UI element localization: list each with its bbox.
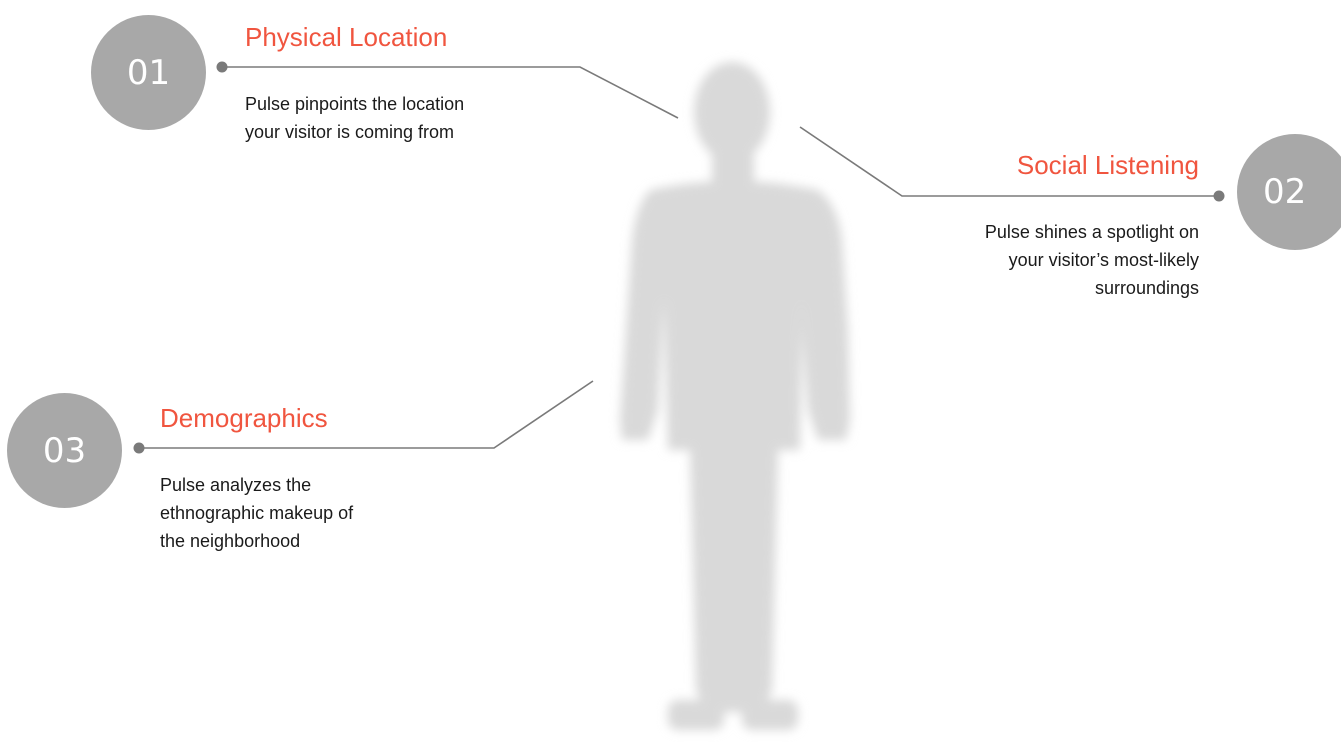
step-badge-01: 01 [91, 15, 206, 130]
connector-02 [799, 126, 1225, 202]
description-line: Pulse analyzes the [160, 475, 312, 495]
description-line: Pulse shines a spotlight on [984, 222, 1199, 242]
connector-01 [216, 61, 679, 119]
feature-title-social-listening: Social Listening [1016, 150, 1199, 180]
feature-description-social-listening: Pulse shines a spotlight on your visitor… [985, 218, 1199, 302]
feature-title-physical-location: Physical Location [245, 22, 448, 52]
description-line: surroundings [1094, 278, 1199, 298]
feature-description-demographics: Pulse analyzes the ethnographic makeup o… [160, 471, 353, 555]
step-badge-03: 03 [7, 393, 122, 508]
person-silhouette [620, 62, 850, 730]
feature-description-physical-location: Pulse pinpoints the location your visito… [245, 90, 464, 146]
feature-title-demographics: Demographics [160, 403, 328, 433]
description-line: your visitor’s most-likely [1008, 250, 1199, 270]
description-line: ethnographic makeup of [160, 503, 354, 523]
connector-03 [133, 380, 594, 454]
description-line: your visitor is coming from [245, 122, 455, 142]
description-line: Pulse pinpoints the location [245, 94, 465, 114]
step-badge-02: 02 [1237, 134, 1341, 250]
description-line: the neighborhood [160, 531, 301, 551]
